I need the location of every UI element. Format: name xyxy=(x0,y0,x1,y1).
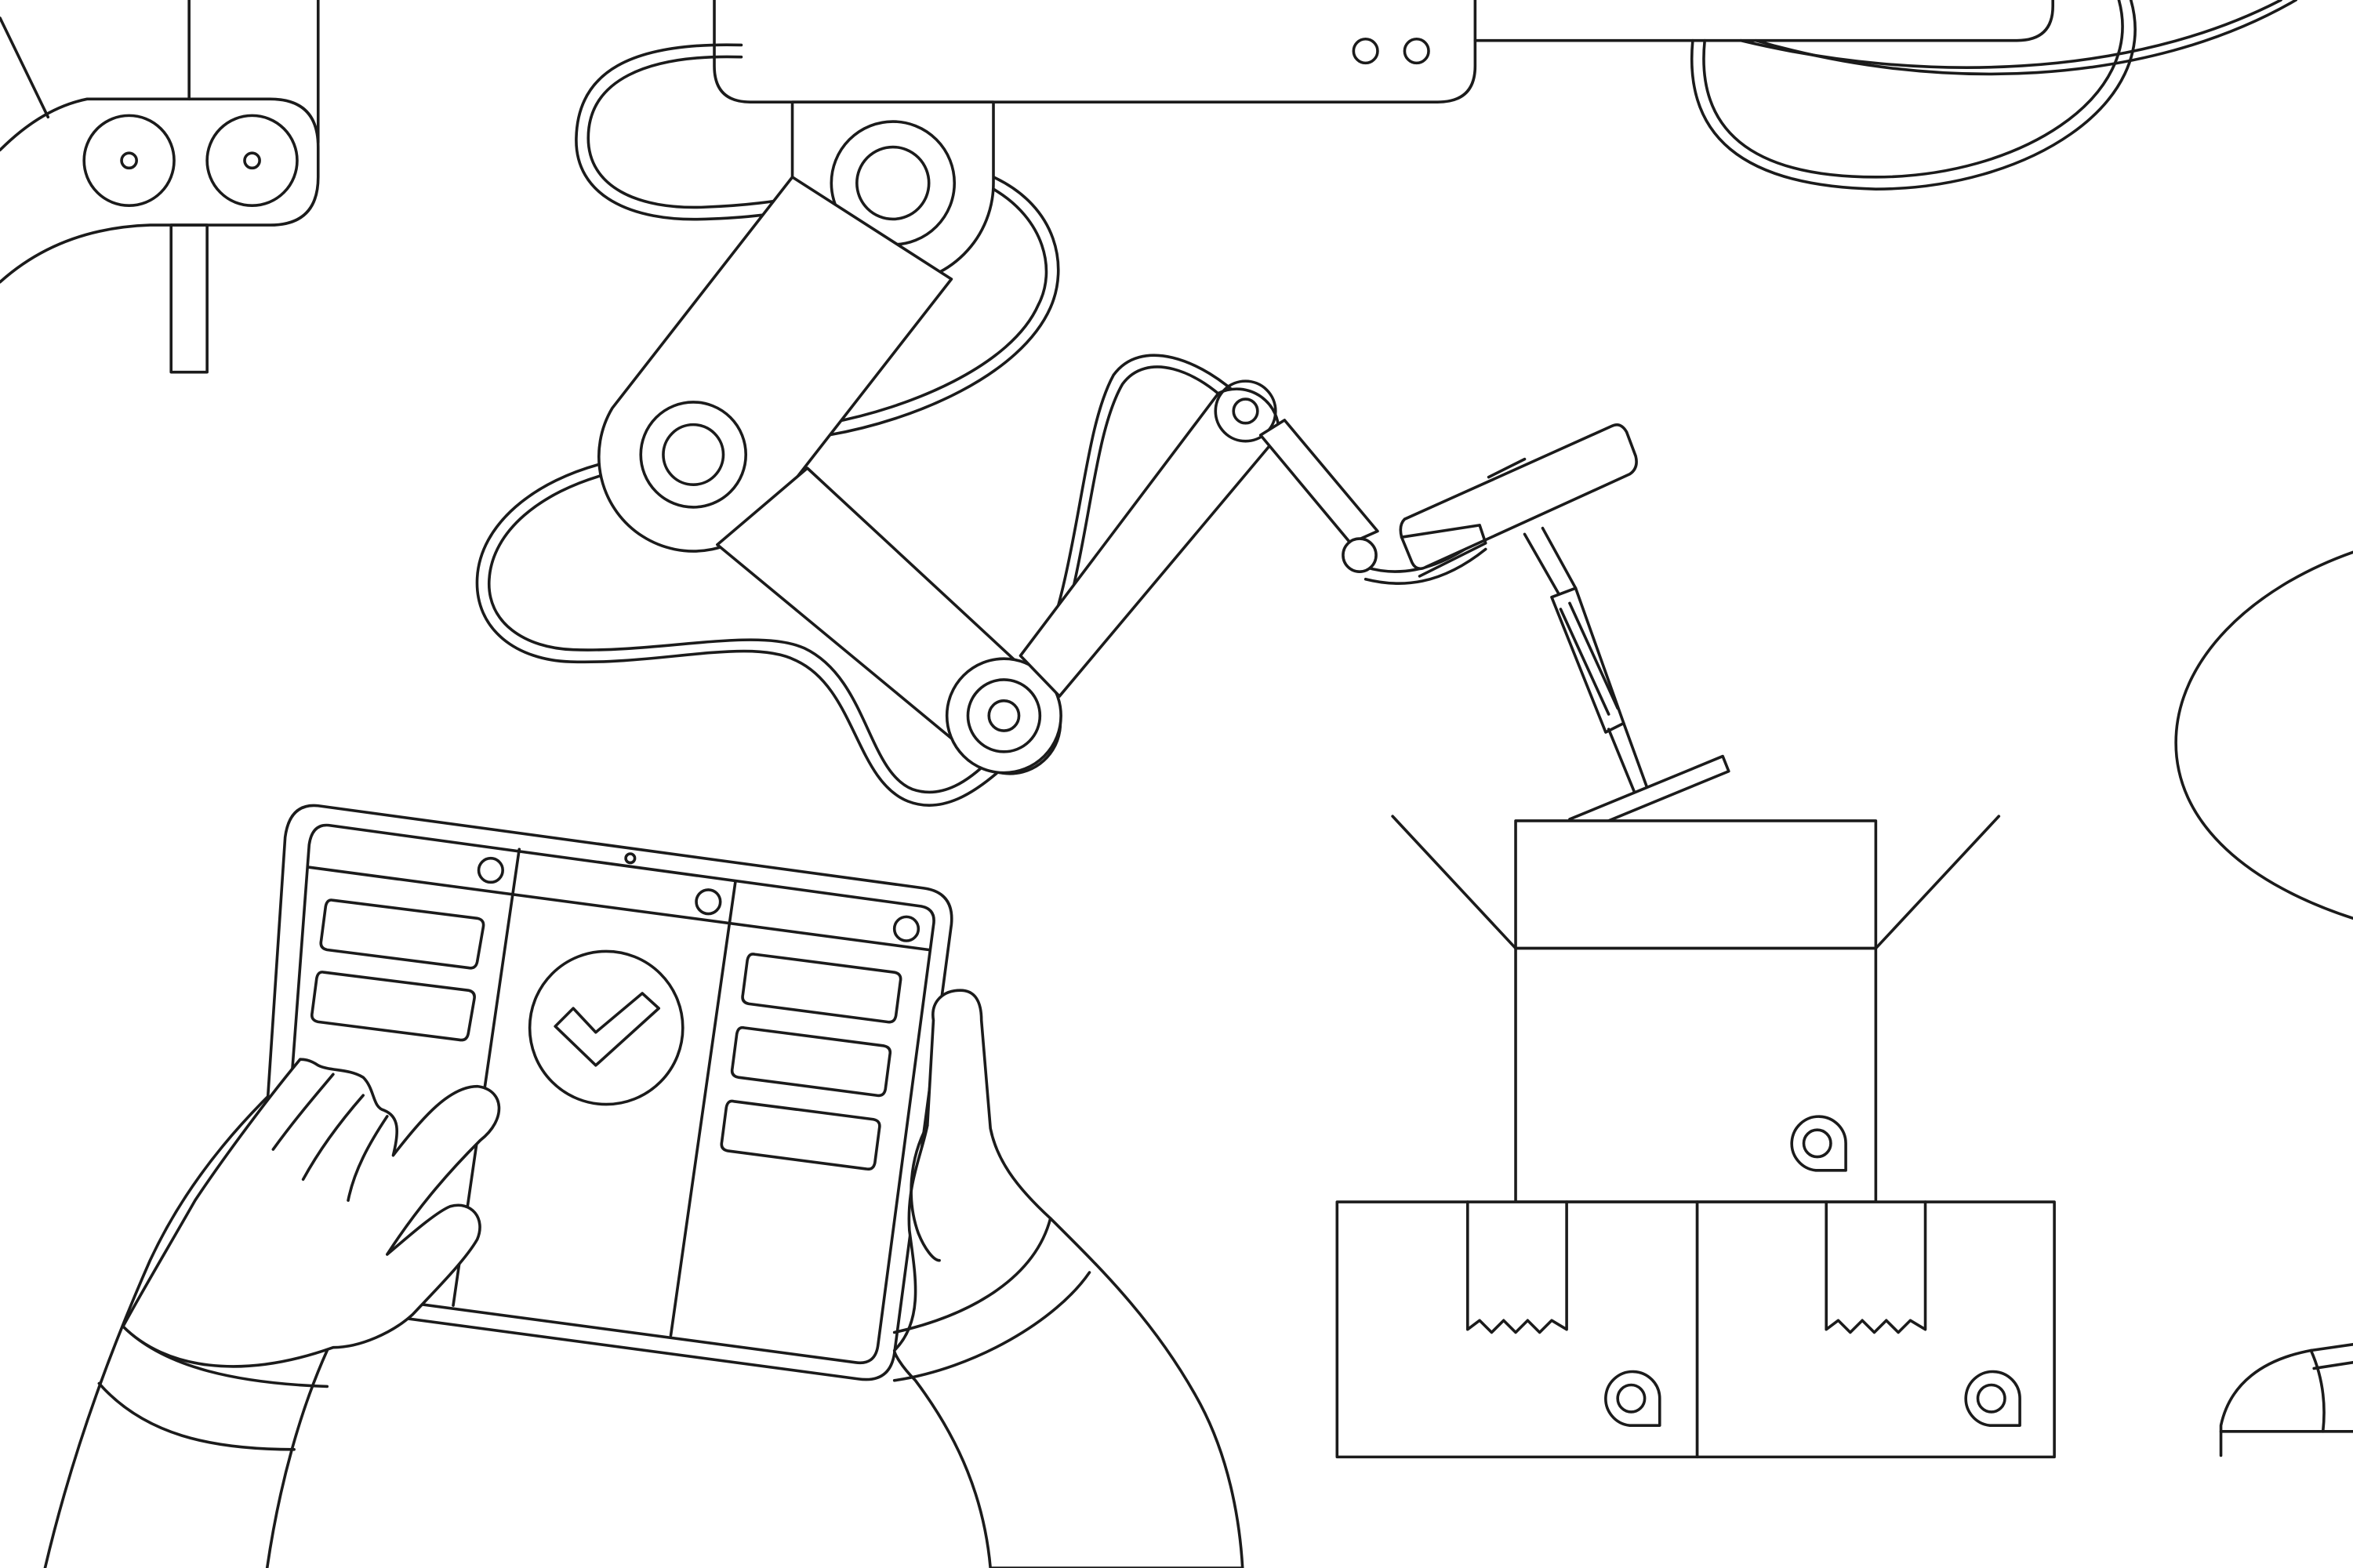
robot-arm xyxy=(599,102,1729,834)
overhead-rail xyxy=(714,0,2053,102)
tablet-right-column xyxy=(721,954,900,1169)
left-hand xyxy=(123,1059,499,1367)
check-mark-icon xyxy=(530,951,683,1104)
conveyor-roller-unit xyxy=(0,0,318,372)
left-arm xyxy=(45,1065,327,1568)
right-edge-blob xyxy=(2176,552,2353,918)
robot-arm-cables xyxy=(477,0,2296,805)
stacked-boxes xyxy=(1337,1202,2054,1457)
open-box xyxy=(1393,816,1999,1202)
right-edge-shoe xyxy=(2221,1345,2353,1456)
tablet-left-column xyxy=(312,900,484,1040)
right-arm xyxy=(895,990,1243,1568)
